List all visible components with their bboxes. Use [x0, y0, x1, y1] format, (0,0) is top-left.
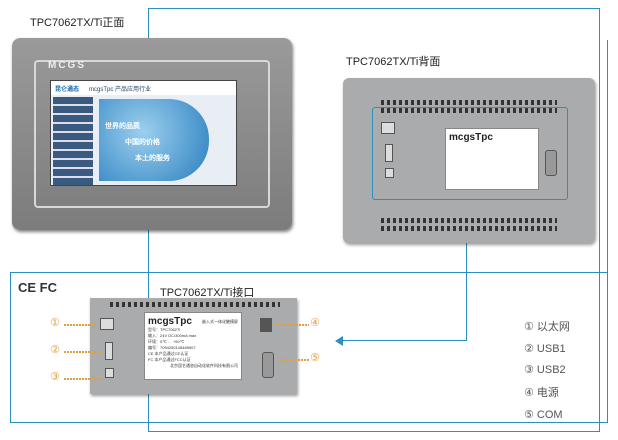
- screen-logo: 昆仑通态: [55, 86, 80, 93]
- legend-usb1: ② USB1: [524, 343, 566, 355]
- connector-line: [148, 8, 600, 9]
- back-device: mcgsTpc: [343, 78, 595, 243]
- back-caption: TPC7062TX/Ti背面: [346, 56, 441, 68]
- screen-title: mcgsTpc 产品应用行业: [89, 86, 152, 93]
- legend-power: ④ 电源: [524, 387, 559, 399]
- callout-5: ⑤: [310, 352, 320, 364]
- connector-line: [148, 431, 600, 432]
- legend-ethernet: ① 以太网: [524, 321, 570, 333]
- callout-3: ③: [50, 371, 60, 383]
- connector-line: [599, 8, 600, 432]
- screen-banner: 世界的品质 中国的价格 本土的服务: [99, 99, 209, 181]
- certification-marks: CE FC: [18, 280, 57, 295]
- interface-caption: TPC7062TX/Ti接口: [160, 287, 255, 299]
- callout-4: ④: [310, 317, 320, 329]
- port-legend: ① 以太网 ② USB1 ③ USB2 ④ 电源 ⑤ COM: [524, 318, 570, 429]
- interface-frame: [10, 272, 11, 423]
- legend-usb2: ③ USB2: [524, 364, 566, 376]
- interface-frame: [607, 40, 608, 423]
- interface-frame: [10, 422, 608, 423]
- interface-frame: [10, 272, 608, 273]
- arrow-line: [466, 200, 467, 341]
- legend-com: ⑤ COM: [524, 409, 563, 421]
- arrow-head-icon: [335, 336, 343, 346]
- brand-logo: MCGS: [48, 60, 86, 71]
- arrow-line: [342, 340, 467, 341]
- front-device: MCGS 昆仑通态 mcgsTpc 产品应用行业 世界的品质 中国的价格 本土的…: [12, 38, 292, 230]
- front-caption: TPC7062TX/Ti正面: [30, 17, 125, 29]
- callout-2: ②: [50, 344, 60, 356]
- callout-1: ①: [50, 317, 60, 329]
- touch-screen[interactable]: 昆仑通态 mcgsTpc 产品应用行业 世界的品质 中国的价格 本土的服务: [50, 80, 237, 186]
